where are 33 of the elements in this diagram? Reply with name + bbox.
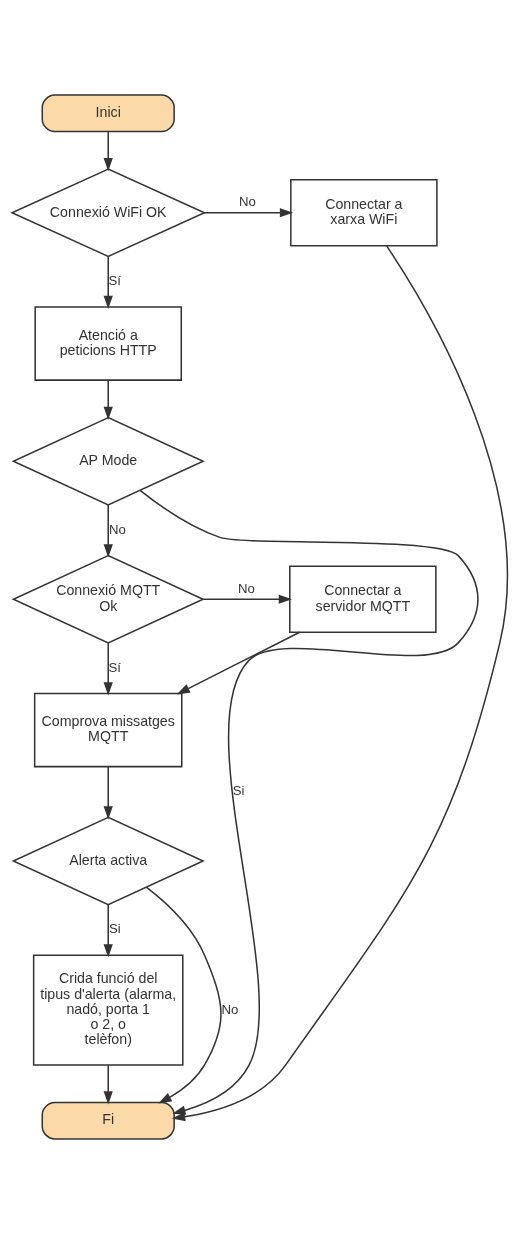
arrow — [103, 131, 113, 172]
node-diamond: Connexió WiFi OK — [10, 168, 207, 258]
edge-label: Si — [232, 783, 245, 799]
node-box: Inici — [41, 94, 175, 133]
arrow — [103, 765, 113, 820]
edge-label: Si — [108, 921, 121, 937]
arrow — [103, 642, 113, 696]
arrow — [103, 504, 113, 558]
arrow — [176, 631, 301, 695]
arrow — [203, 208, 294, 218]
edge-label: No — [239, 194, 256, 210]
node-diamond: Connexió MQTT Ok — [11, 554, 205, 644]
arrow — [103, 379, 113, 420]
arrow — [145, 886, 222, 1104]
edge-label: Sí — [108, 659, 122, 675]
node-diamond: Alerta activa — [11, 816, 205, 906]
node-box: Connectar a xarxa WiFi — [290, 179, 438, 247]
edge-label: Sí — [108, 273, 122, 289]
node-box: Crida funció del tipus d'alerta (alarma, nadó, porta 1 o 2, o telèfon) — [32, 954, 184, 1066]
edge-label: No — [238, 580, 255, 596]
arrow — [139, 489, 479, 1115]
node-diamond: AP Mode — [11, 416, 205, 506]
node-box: Fi — [41, 1101, 175, 1140]
arrow — [103, 255, 113, 310]
edge-label: No — [221, 1001, 239, 1017]
arrow — [103, 1064, 113, 1105]
node-box: Atenció a peticions HTTP — [34, 306, 182, 381]
arrow — [202, 594, 292, 604]
arrow — [103, 904, 113, 958]
node-box: Connectar a servidor MQTT — [289, 565, 437, 633]
arrow — [171, 245, 508, 1122]
edge-label: No — [108, 521, 126, 537]
node-box: Comprova missatges MQTT — [33, 692, 183, 768]
